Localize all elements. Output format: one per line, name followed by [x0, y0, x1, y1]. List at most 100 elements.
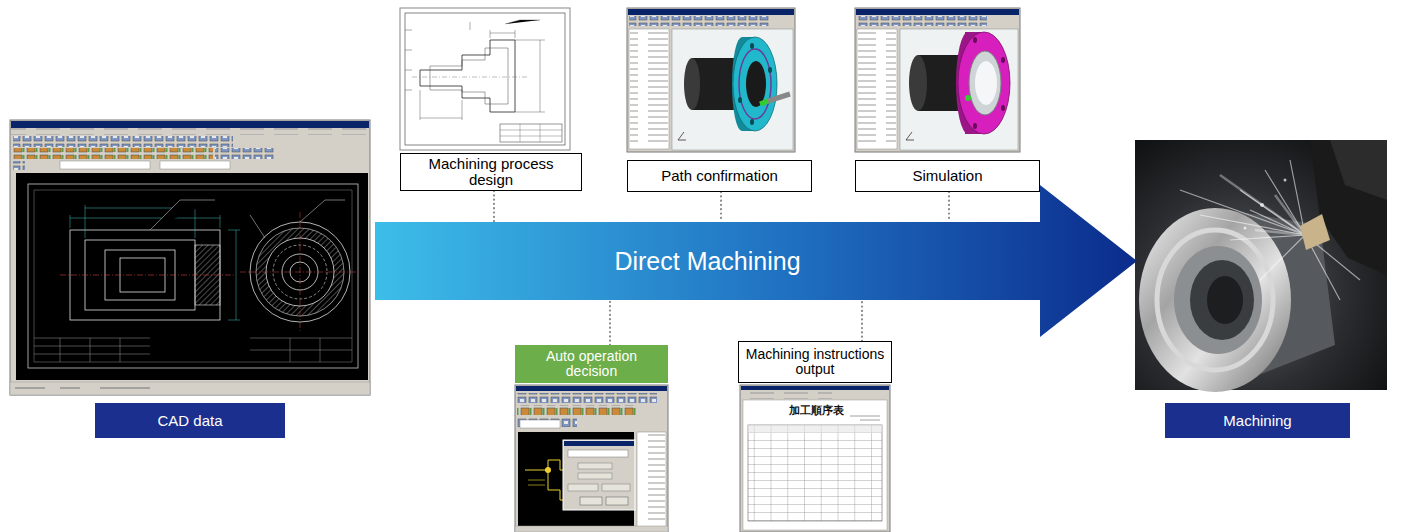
box-label: Machining process design	[423, 156, 559, 188]
process-drawing-image-part	[400, 8, 570, 150]
instructions-screenshot-part	[742, 391, 832, 399]
flow-arrow: Direct Machining	[375, 222, 1040, 300]
machining-photo-part	[1157, 230, 1273, 370]
cad-screenshot-part	[34, 190, 352, 362]
simulation-screenshot-part	[857, 29, 897, 149]
cad-screenshot-part	[10, 120, 370, 395]
instructions-screenshot-part	[850, 416, 880, 420]
auto-operation-screenshot-part	[564, 441, 634, 446]
auto-operation-screenshot-part	[638, 434, 665, 524]
auto-operation-screenshot-part	[518, 432, 634, 528]
machining-photo-part	[1284, 179, 1287, 182]
path-confirmation-screenshot-part	[750, 119, 754, 125]
auto-operation-screenshot-part	[515, 385, 668, 532]
machining-photo-part	[1260, 203, 1264, 207]
cad-screenshot-part	[11, 121, 369, 128]
simulation-screenshot-part	[975, 61, 997, 105]
dotted-connector	[493, 191, 495, 222]
machining-photo-part	[1174, 246, 1262, 354]
path-confirmation-screenshot-part	[672, 29, 793, 150]
auto-operation-screenshot-part	[515, 526, 668, 532]
process-drawing-image-part	[470, 20, 540, 30]
path-confirmation-screenshot-part	[739, 49, 771, 119]
path-confirmation-screenshot	[627, 8, 795, 152]
step-box: Path confirmation	[627, 160, 812, 192]
simulation-screenshot-part	[909, 55, 927, 111]
simulation-screenshot-part	[1001, 57, 1005, 63]
process-drawing-image-part	[412, 77, 528, 78]
step-box: Machining process design	[400, 153, 582, 191]
dotted-connector	[720, 192, 722, 222]
cad-screenshot-part	[150, 200, 215, 230]
cad-screenshot-part	[240, 212, 360, 332]
path-confirmation-screenshot-part	[765, 94, 790, 102]
auto-operation-screenshot-part	[568, 450, 628, 457]
cad-screenshot	[10, 120, 370, 395]
instructions-screenshot-part	[748, 425, 882, 521]
auto-operation-screenshot-part	[545, 467, 551, 473]
cad-screenshot-part	[34, 338, 150, 362]
simulation-screenshot-part	[858, 32, 896, 142]
cad-screenshot-part	[250, 200, 345, 238]
screen-heading: 加工順序表	[789, 403, 844, 418]
auto-operation-screenshot	[515, 385, 668, 532]
box-label: Machining instructions output	[745, 347, 885, 376]
simulation-screenshot-part	[900, 29, 1018, 150]
path-confirmation-screenshot-part	[768, 67, 772, 73]
box-label: CAD data	[103, 413, 277, 429]
cad-screenshot-part	[13, 148, 213, 159]
box-label: Simulation	[864, 168, 1031, 184]
cad-screenshot-part	[160, 161, 230, 169]
cad-screenshot-part	[13, 161, 25, 170]
simulation-screenshot-part	[969, 51, 1001, 115]
auto-operation-screenshot-part	[568, 484, 598, 491]
path-confirmation-screenshot-part	[629, 16, 769, 26]
path-confirmation-screenshot-part	[746, 61, 766, 107]
machining-photo-part	[1310, 140, 1387, 275]
box-label: Direct Machining	[385, 248, 1030, 274]
machining-photo-part	[1190, 260, 1254, 340]
auto-operation-screenshot-part	[517, 405, 637, 415]
simulation-screenshot-part	[1001, 105, 1005, 111]
path-confirmation-screenshot-part	[630, 32, 668, 142]
path-confirmation-screenshot-part	[627, 8, 795, 152]
result-box: Machining	[1165, 403, 1350, 438]
instructions-screenshot-part	[743, 400, 887, 530]
instructions-screenshot-part	[741, 386, 889, 390]
simulation-screenshot-part	[973, 123, 977, 129]
process-drawing-image-part	[430, 48, 508, 104]
simulation-screenshot-part	[856, 9, 1019, 15]
box-label: Machining	[1173, 413, 1342, 429]
auto-operation-screenshot-part	[517, 393, 657, 403]
process-drawing-image	[400, 8, 570, 150]
machining-photo-part	[1220, 175, 1305, 235]
process-drawing-image-part	[500, 124, 562, 142]
path-confirmation-screenshot-part	[738, 97, 742, 103]
arrow-body	[375, 185, 1137, 337]
cad-screenshot-part	[60, 275, 235, 276]
cad-screenshot-part	[28, 184, 358, 368]
machining-photo-part	[1207, 276, 1243, 324]
cad-screenshot-part	[70, 205, 220, 238]
simulation-screenshot-part	[965, 95, 971, 101]
path-confirmation-screenshot-part	[629, 29, 669, 149]
process-drawing-image-part	[405, 13, 565, 145]
auto-operation-screenshot-part	[578, 463, 612, 469]
process-drawing-image-part	[420, 30, 545, 120]
simulation-screenshot-part	[857, 16, 987, 26]
auto-operation-screenshot-part	[528, 480, 545, 485]
machining-photo-part	[1244, 227, 1247, 230]
auto-operation-screenshot-part	[520, 420, 560, 428]
cad-screenshot-part	[16, 173, 368, 380]
auto-operation-screenshot-part	[606, 497, 628, 505]
machining-photo-part	[1300, 214, 1330, 250]
cad-screenshot-part	[10, 382, 370, 395]
path-confirmation-screenshot-part	[750, 43, 754, 49]
box-label: Auto operation decision	[535, 349, 648, 378]
auto-operation-screenshot-part	[563, 440, 635, 510]
machining-photo-part	[1139, 208, 1291, 392]
step-box: Auto operation decision	[515, 345, 668, 383]
machining-photo-part	[1330, 140, 1387, 200]
path-confirmation-screenshot-part	[760, 101, 768, 104]
cad-screenshot-part	[60, 161, 150, 169]
